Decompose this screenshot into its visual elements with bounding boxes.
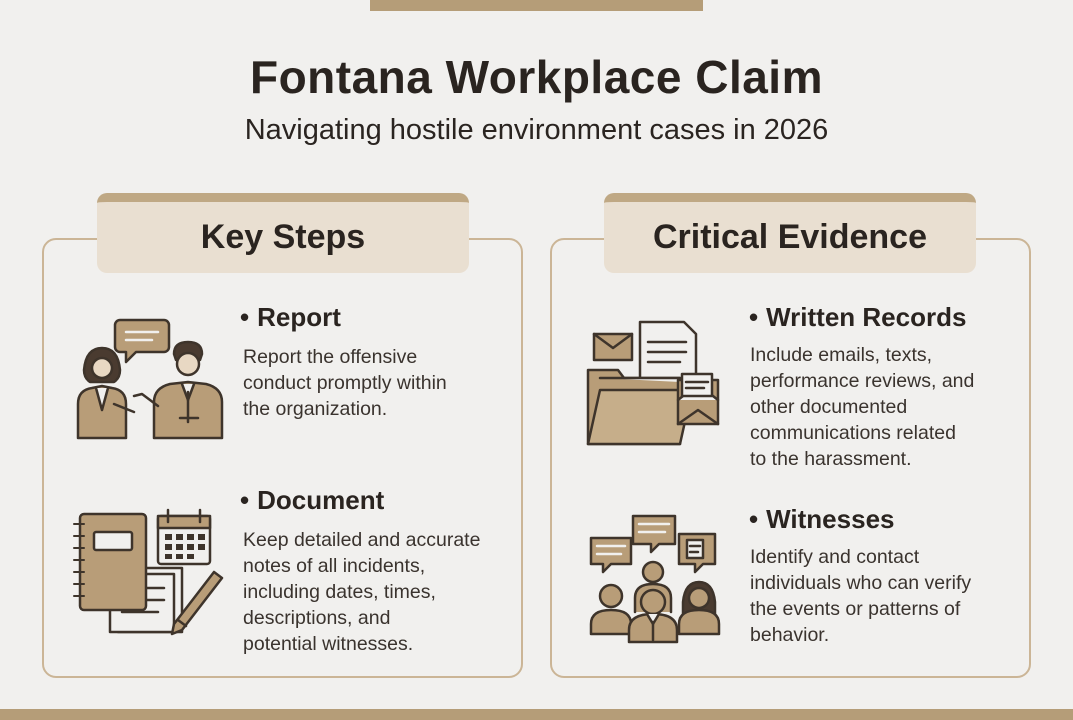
page-title: Fontana Workplace Claim [249,51,823,103]
bottom-accent-bar [0,709,1073,720]
critical-evidence-panel [550,238,1031,678]
report-heading: •Report [240,302,341,332]
witnesses-heading: •Witnesses [749,504,895,534]
bullet-icon: • [749,504,759,534]
page-subtitle: Navigating hostile environment cases in … [244,114,829,146]
bullet-icon: • [749,302,759,332]
report-description: Report the offensive conduct promptly wi… [243,346,447,420]
key-steps-tab: Key Steps [97,193,469,273]
top-accent-bar [370,0,703,11]
bullet-icon: • [240,302,250,332]
witnesses-description: Identify and contact individuals who can… [750,546,972,646]
critical-evidence-tab: Critical Evidence [604,193,976,273]
notebook-calendar-pen-icon [73,508,224,636]
written-records-description: Include emails, texts, performance revie… [750,344,975,470]
folder-documents-icon [586,320,720,446]
written-records-heading: •Written Records [749,302,967,332]
two-people-talking-icon [76,318,224,440]
bullet-icon: • [240,485,250,515]
document-description: Keep detailed and accurate notes of all … [243,529,481,655]
document-heading: •Document [240,485,385,515]
group-speech-bubbles-icon [589,514,721,644]
